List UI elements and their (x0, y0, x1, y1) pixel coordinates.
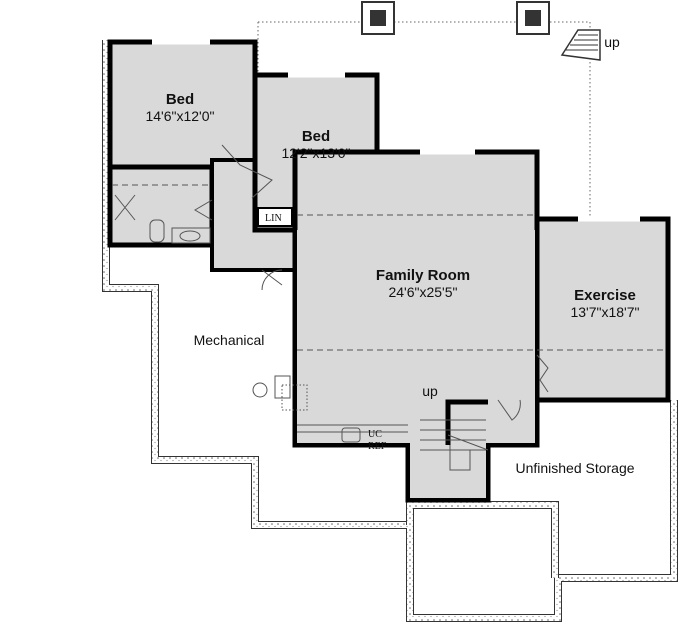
room-name: Bed (302, 128, 330, 145)
room-size: 13'7"x18'7" (570, 304, 639, 320)
deck-stair-icon: up (560, 29, 620, 61)
deck-post (361, 1, 395, 35)
deck-stair-up-label: up (604, 34, 620, 50)
linen-closet (257, 207, 293, 227)
room-size: 12'2"x13'0" (281, 145, 350, 161)
room-size: 14'6"x12'0" (145, 108, 214, 124)
deck-outline (258, 21, 591, 320)
ref-label: REF (368, 441, 387, 452)
storage-label: Unfinished Storage (515, 460, 634, 476)
windows (152, 39, 640, 222)
mechanical-label: Mechanical (194, 332, 265, 348)
stair-up-label: up (422, 383, 438, 399)
room-name: Bed (166, 91, 194, 108)
room-name: Family Room (376, 267, 470, 284)
interior-details (112, 144, 666, 471)
uc-label: UC (368, 429, 382, 440)
room-size: 24'6"x25'5" (388, 284, 457, 300)
room-name: Exercise (574, 287, 636, 304)
linen-label: LIN (265, 213, 282, 224)
deck-post (516, 1, 550, 35)
